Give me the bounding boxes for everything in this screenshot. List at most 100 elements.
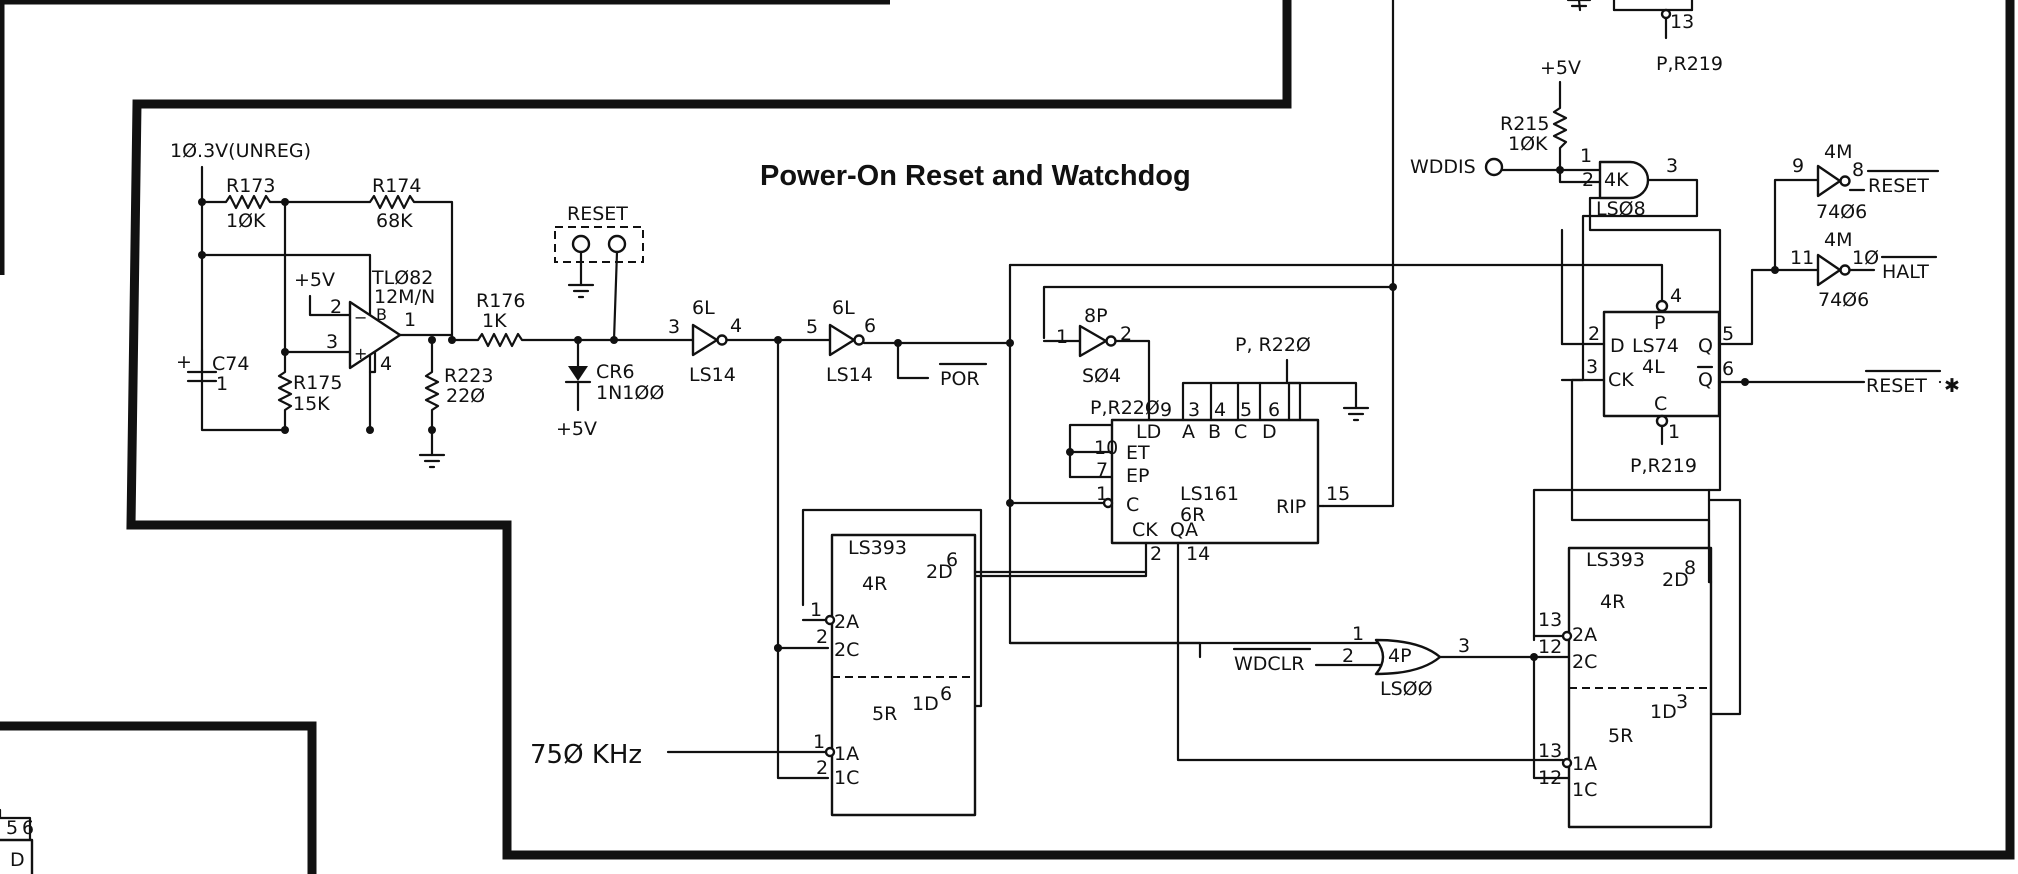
ls393l-1d: 1D [912,693,939,715]
ls161-pin5: 5 [1240,399,1252,421]
inv1-loc: 6L [692,297,715,319]
ls393l-n2b: 2 [816,757,828,779]
inv3-pin-out: 2 [1120,323,1132,345]
ls74-pin2: 2 [1588,323,1600,345]
ls161-pin6: 6 [1268,399,1280,421]
cr6-ref: CR6 [596,361,635,383]
cr6-value: 1N1ØØ [596,382,664,404]
r215-ref: R215 [1500,113,1549,135]
ls393l-1a: 1A [834,743,859,765]
ls393r-n13b: 13 [1538,740,1562,762]
or-pin1: 1 [1352,623,1364,645]
r223-value: 22Ø [446,385,485,407]
ls74-pin6: 6 [1722,358,1734,380]
analog-section: 1Ø.3V(UNREG) R173 1ØK R174 68K + C74 1 R… [170,140,695,469]
opamp-minus: − [354,308,367,327]
ls161-c: C [1234,421,1247,443]
ls393l-top: 4R [862,573,887,595]
reset-header-label: RESET [567,203,628,225]
ls74-pullup: P,R219 [1630,455,1697,477]
ls393l-2d: 2D [926,561,953,583]
ls74-q: Q [1698,335,1713,357]
ls393l-n6: 6 [946,549,958,571]
opamp-pin2: 2 [330,296,342,318]
c74-plus: + [176,351,192,373]
r175-value: 15K [293,393,330,415]
ls393l-1c: 1C [834,767,859,789]
ls393r-type: LS393 [1586,549,1645,571]
and-pin3: 3 [1666,155,1678,177]
buffer-reset [1816,164,1842,198]
ls393r-n8: 8 [1684,557,1696,579]
diagram-title: Power-On Reset and Watchdog [760,160,1191,192]
watchdog-disable: +5V R215 1ØK WDDIS 1 2 4K LSØ8 3 13 P,R2… [1410,0,1723,492]
ls393r-bot: 5R [1608,725,1633,747]
or-pin2: 2 [1342,645,1354,667]
inv1-pin-out: 4 [730,315,742,337]
counter-ls393-right: LS393 4R 5R 13 2A 12 2C 2D 8 1D 3 13 1A … [1532,378,1742,829]
reset-star-signal: RESET [1866,375,1927,397]
buffer-halt [1816,253,1842,287]
inverter-chain: 3 6L LS14 4 5 6L LS14 6 POR [668,297,1012,780]
inv3-pin-in: 1 [1056,326,1068,348]
ls393r-1a: 1A [1572,753,1597,775]
or-loc: 4P [1388,645,1412,667]
inv3-type: SØ4 [1082,365,1121,387]
inv2-pin-out: 6 [864,315,876,337]
ls393r-n13: 13 [1538,609,1562,631]
ls161-pullup: P, R22Ø [1235,334,1311,356]
inv2-type: LS14 [826,364,873,386]
inv-reset-pin-out: 8 [1852,159,1864,181]
opamp-val: 12M/N [374,286,435,308]
ls161-rip: RIP [1276,496,1306,518]
ls393l-2a: 2A [834,611,859,633]
ls161-d: D [1262,421,1277,443]
inv2-pin-in: 5 [806,316,818,338]
flipflop-ls74: 4 P 2 D LS74 4L Q 3 CK Q C 1 P,R219 5 6 … [1560,178,1960,477]
ls393r-n12: 12 [1538,636,1562,658]
ls393r-n12b: 12 [1538,767,1562,789]
ls74-top-pin: 13 [1670,11,1694,33]
ls393l-n2: 2 [816,626,828,648]
r173-value: 1ØK [226,210,266,232]
inv-halt-loc: 4M [1824,229,1852,251]
supply-label: 1Ø.3V(UNREG) [170,140,311,162]
r174-value: 68K [376,210,413,232]
ls161-pin2: 2 [1150,543,1162,565]
ls161-pullup2: P,R22Ø [1090,397,1160,419]
inv-halt-pin-out: 1Ø [1852,247,1879,269]
clock-input-label: 75Ø KHz [530,740,642,770]
opamp-ref: TLØ82 [371,267,433,289]
ls393l-n6b: 6 [940,683,952,705]
ls161-ld: LD [1136,421,1161,443]
or-gate-4p: 1 4P LSØØ 2 WDCLR 3 [1008,623,1538,700]
ls74-c: C [1654,393,1667,415]
ls161-a: A [1182,421,1195,443]
ls393r-1c: 1C [1572,779,1597,801]
ls161-pin15: 15 [1326,483,1350,505]
inv2-loc: 6L [832,297,855,319]
c74-ref: C74 [212,353,249,375]
ls161-qa: QA [1170,519,1198,541]
ls74-top-pullup: P,R219 [1656,53,1723,75]
and-pin2: 2 [1582,169,1594,191]
ls74-type: LS74 [1632,335,1679,357]
inverter-6l-b [828,323,856,357]
ls393-left-chip [830,533,977,817]
partial-chip-bottom-left: 5 6 D [0,808,34,874]
opamp-pin3: 3 [326,331,338,353]
or-pin3: 3 [1458,635,1470,657]
output-buffers: 9 4M 74Ø6 8 RESET 11 4M 74Ø6 1Ø HALT [1790,141,1940,311]
ls393l-n1b: 1 [813,731,825,753]
or-type: LSØØ [1380,678,1433,700]
ls393r-2a: 2A [1572,624,1597,646]
ls161-loc: 6R [1180,504,1205,526]
ls161-ck: CK [1132,519,1158,541]
ls161-ep: EP [1126,465,1149,487]
ls161-b: B [1208,421,1221,443]
reset-star-suffix: ✱ [1944,375,1960,397]
ls393l-2c: 2C [834,639,859,661]
and-pin1: 1 [1580,145,1592,167]
counter-ls393-left: LS393 4R 5R 1 2A 2 2C 2D 6 1D 6 1 1A 2 1… [530,508,1148,817]
